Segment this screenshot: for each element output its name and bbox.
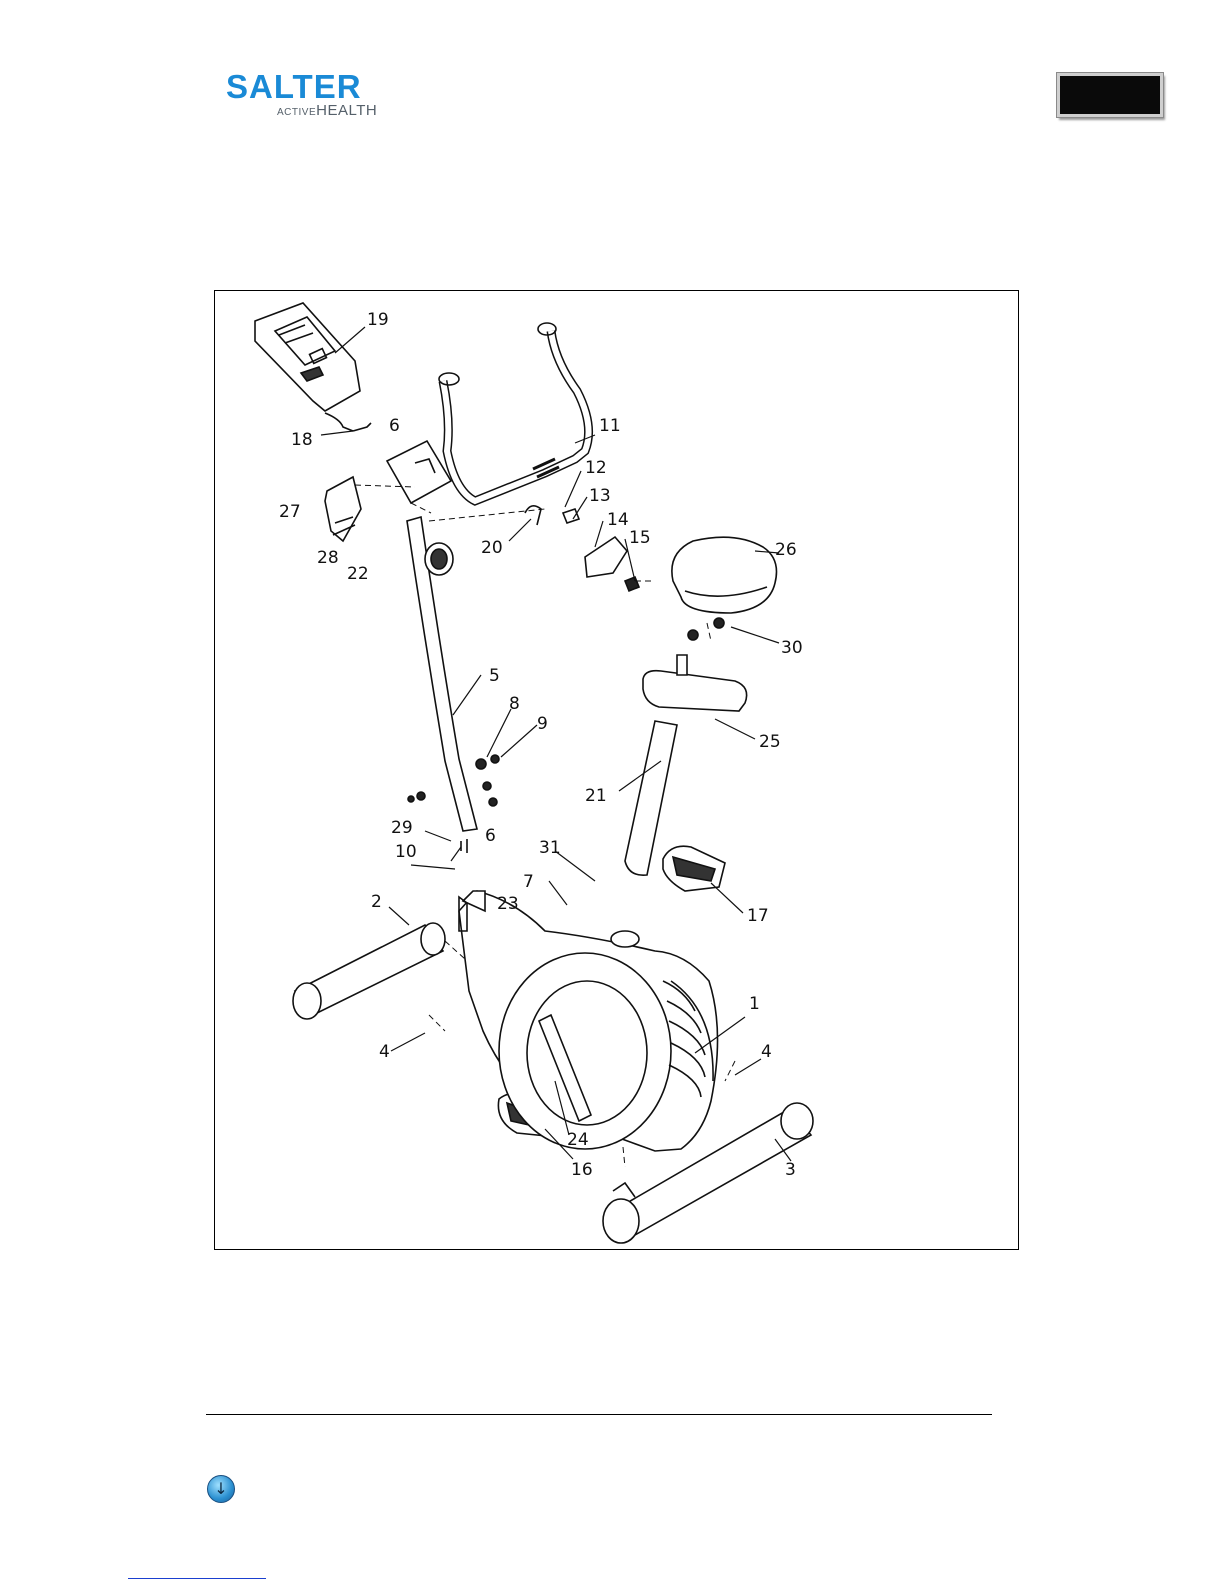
logo-tagline-health: HEALTH	[316, 102, 377, 119]
front-stabilizer-part	[293, 923, 445, 1019]
callout-2: 2	[371, 892, 382, 912]
callout-10: 10	[395, 842, 417, 862]
footer-rule	[206, 1414, 992, 1415]
callout-27: 27	[279, 502, 301, 522]
callout-25: 25	[759, 732, 781, 752]
callout-28: 28	[317, 548, 339, 568]
callout-19: 19	[367, 310, 389, 330]
callout-4-left: 4	[379, 1042, 390, 1062]
callout-16: 16	[571, 1160, 593, 1180]
callout-17: 17	[747, 906, 769, 926]
salter-logo: SALTER ACTIVEHEALTH	[226, 70, 396, 120]
callout-13: 13	[589, 486, 611, 506]
connector-part	[353, 423, 371, 431]
callout-9: 9	[537, 714, 548, 734]
page-number-box	[1057, 73, 1163, 117]
callout-8: 8	[509, 694, 520, 714]
callout-20: 20	[481, 538, 503, 558]
pedal-right-part	[663, 846, 725, 891]
frame-body-part	[459, 891, 718, 1151]
logo-tagline-active: ACTIVE	[277, 107, 316, 118]
callout-18: 18	[291, 430, 313, 450]
callout-4-right: 4	[761, 1042, 772, 1062]
callout-1: 1	[749, 994, 760, 1014]
down-arrow-circle-icon[interactable]: ↓	[207, 1475, 235, 1503]
console-part	[255, 303, 360, 431]
callout-23: 23	[497, 894, 519, 914]
seat-part	[672, 537, 777, 640]
seat-post-part	[625, 655, 747, 875]
callout-29: 29	[391, 818, 413, 838]
callout-22: 22	[347, 564, 369, 584]
callout-26: 26	[775, 540, 797, 560]
callout-31: 31	[539, 838, 561, 858]
handlebar-part	[439, 323, 589, 501]
mount-bracket-part	[325, 441, 451, 541]
callout-6-top: 6	[389, 416, 400, 436]
callout-5: 5	[489, 666, 500, 686]
callout-12: 12	[585, 458, 607, 478]
callout-14: 14	[607, 510, 629, 530]
callout-3: 3	[785, 1160, 796, 1180]
callout-15: 15	[629, 528, 651, 548]
stem-tube-part	[407, 517, 477, 831]
exploded-parts-diagram: 19 18 6 27 28 22 11 12 13 14 20 15 26 30…	[214, 290, 1019, 1250]
footer-link-underline[interactable]	[128, 1574, 266, 1579]
callout-7: 7	[523, 872, 534, 892]
callout-24: 24	[567, 1130, 589, 1150]
bike-exploded-view: 19 18 6 27 28 22 11 12 13 14 20 15 26 30…	[215, 291, 1018, 1249]
callout-6-bottom: 6	[485, 826, 496, 846]
callout-30: 30	[781, 638, 803, 658]
callout-11: 11	[599, 416, 621, 436]
logo-wordmark: SALTER	[226, 70, 362, 103]
logo-tagline: ACTIVEHEALTH	[277, 103, 377, 120]
callout-21: 21	[585, 786, 607, 806]
